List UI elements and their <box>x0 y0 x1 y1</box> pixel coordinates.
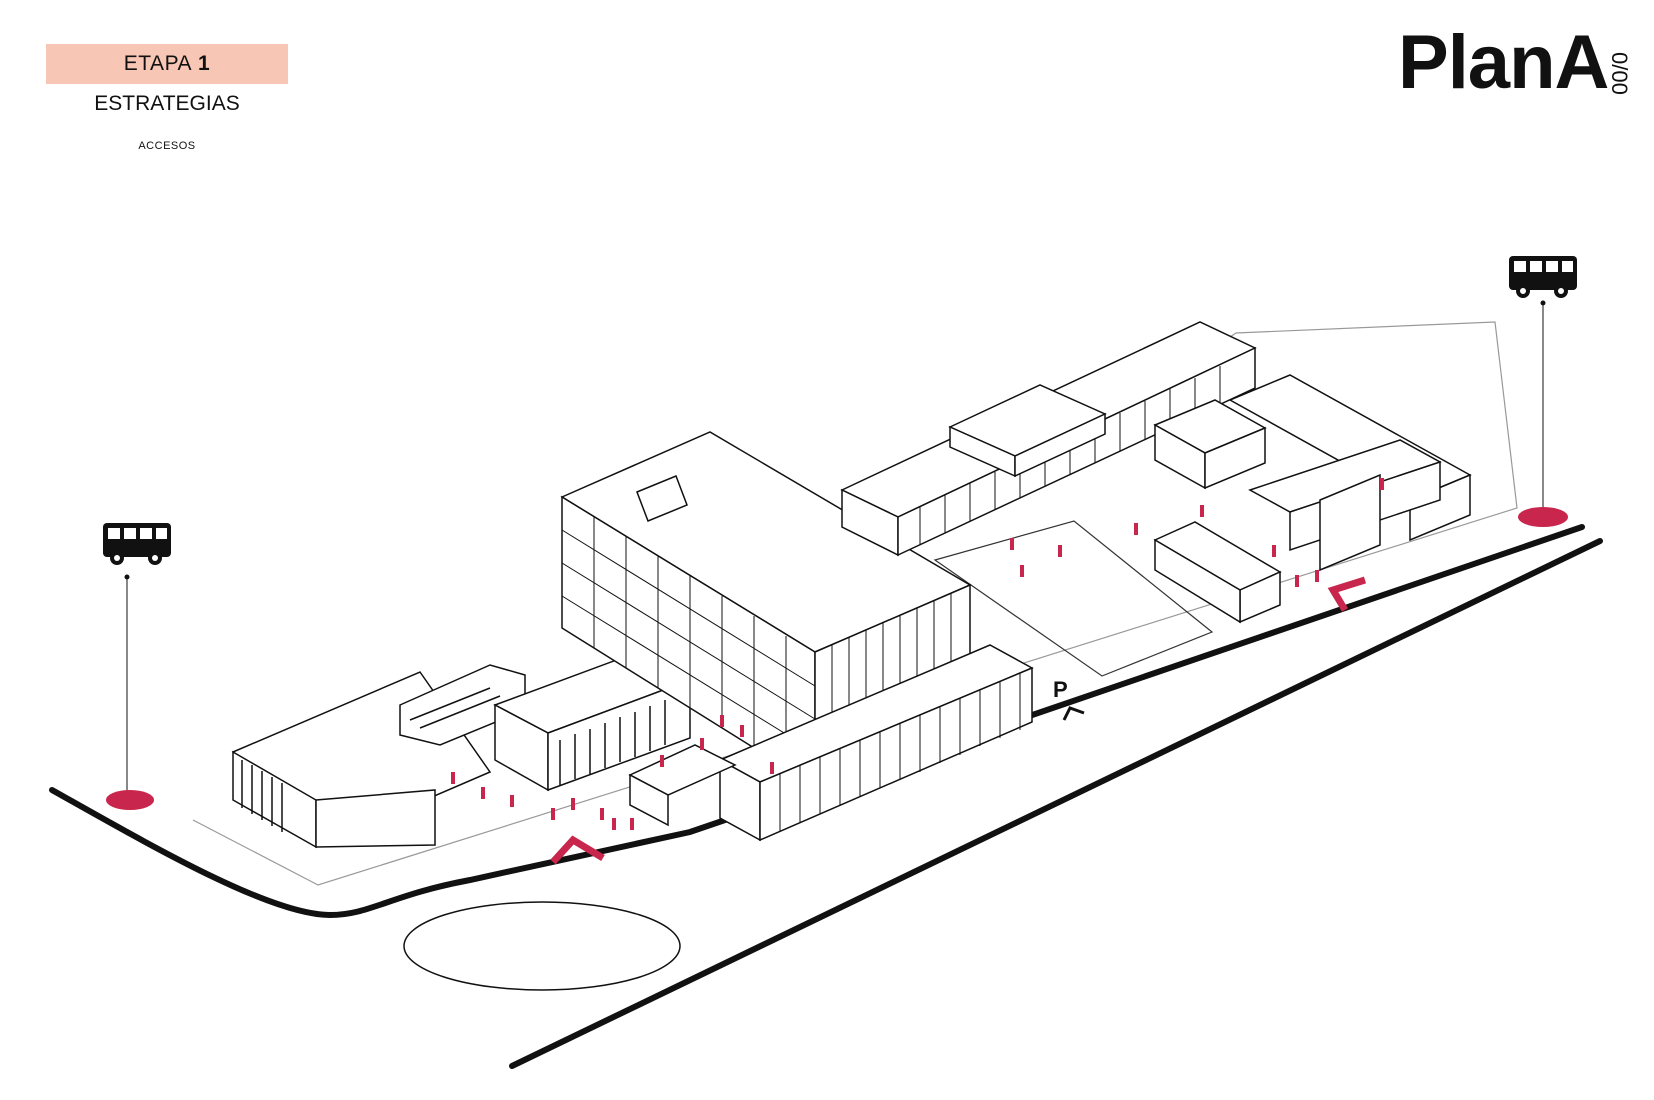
sports-field <box>933 520 1214 677</box>
logo-text: PlanA <box>1398 20 1609 105</box>
entrance-arrow-icon <box>1327 576 1367 612</box>
stage-label: ETAPA <box>123 52 193 75</box>
bus-stop-east <box>1509 256 1577 527</box>
stage-number: 1 <box>198 52 211 75</box>
bus-stop-west <box>103 523 171 810</box>
bus-icon <box>1509 256 1577 298</box>
building-north-bar <box>840 321 1257 557</box>
bus-icon <box>103 523 171 565</box>
roundabout <box>403 901 681 991</box>
bus-stop-marker <box>106 790 154 810</box>
building-east-wings <box>1153 374 1472 624</box>
parking-label: P <box>1053 677 1068 702</box>
section-label: ACCESOS <box>138 140 196 152</box>
pedestrians <box>451 478 1384 830</box>
building-east-pavilion <box>1153 399 1267 490</box>
building-main-tower <box>560 431 972 788</box>
bus-stop-marker <box>1518 507 1568 527</box>
page-subtitle: ESTRATEGIAS <box>94 92 240 115</box>
stage-badge: ETAPA 1 <box>46 44 288 84</box>
building-podium <box>628 644 1034 842</box>
entrance-arrow-icon <box>550 835 605 865</box>
parking-arrow-icon <box>1062 706 1085 721</box>
building-west-block <box>231 664 526 849</box>
roads <box>49 524 1603 1069</box>
